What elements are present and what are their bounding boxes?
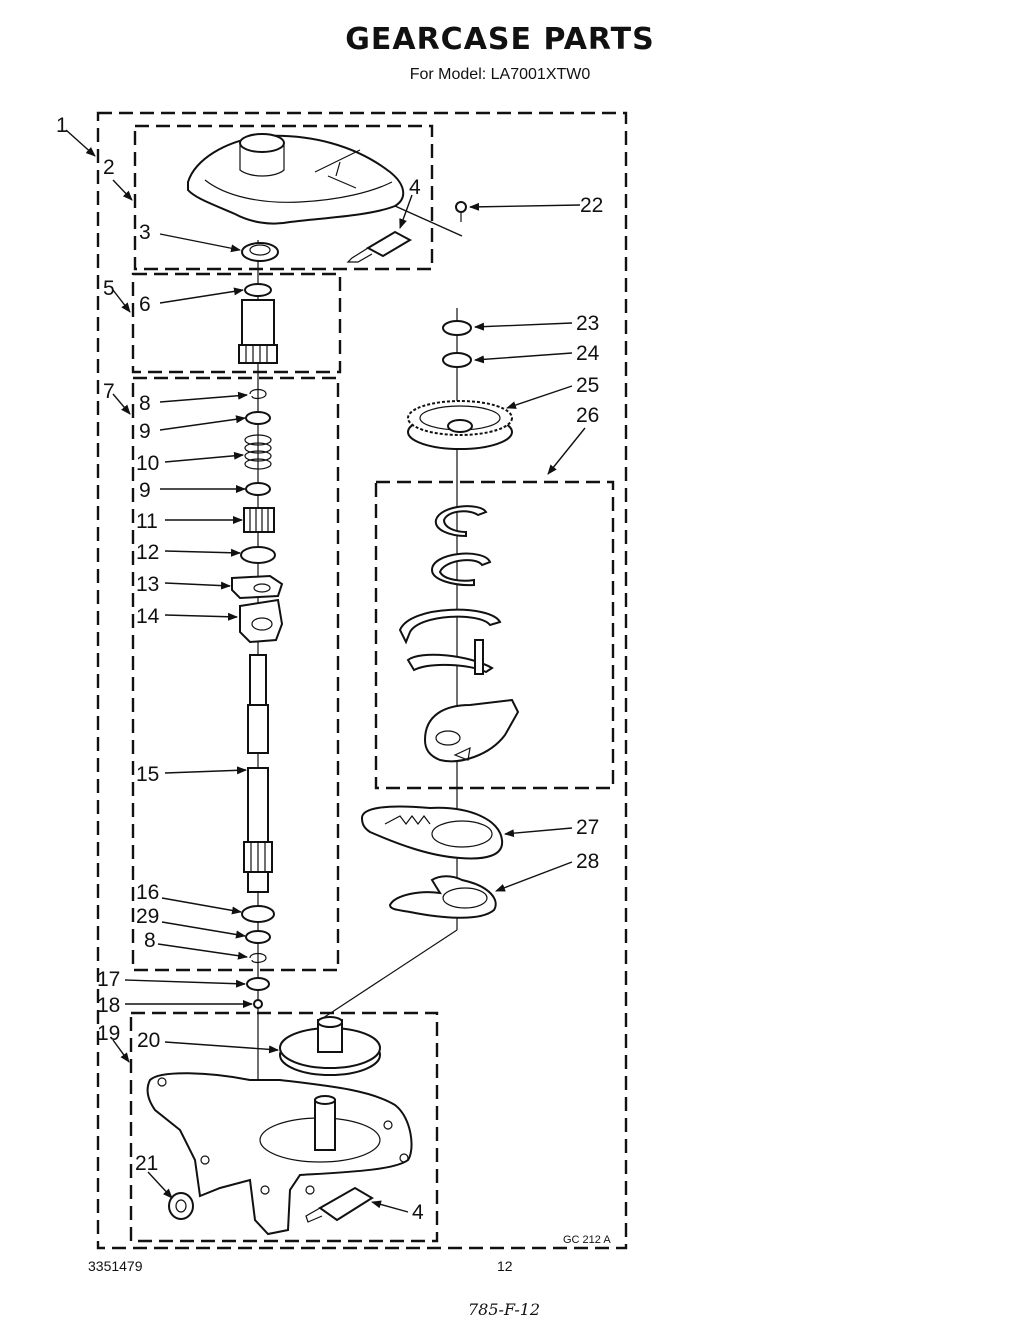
callout-3: 3: [139, 221, 151, 244]
assembly-box-7: [131, 376, 340, 972]
leader-lines: [65, 129, 586, 1213]
callout-22: 22: [580, 194, 603, 217]
assembly-box-19: [129, 1011, 439, 1243]
clutch-part: [239, 598, 284, 644]
callout-1: 1: [56, 114, 68, 137]
callout-28: 28: [576, 850, 599, 873]
washer-23: [442, 320, 472, 336]
callout-23: 23: [576, 312, 599, 335]
callout-10: 10: [136, 452, 159, 475]
washer-upper: [245, 411, 271, 425]
callout-5: 5: [103, 277, 115, 300]
callout-11: 11: [136, 510, 158, 533]
washer-24: [442, 352, 472, 368]
thrust-washer: [240, 546, 276, 564]
main-drive-gear: [407, 400, 513, 450]
assembly-box-1: [96, 111, 628, 1250]
callout-26: 26: [576, 404, 599, 427]
callout-21: 21: [135, 1152, 158, 1175]
figure-code: GC 212 A: [563, 1234, 611, 1246]
callout-29: 29: [136, 905, 159, 928]
washer-lower: [245, 482, 271, 496]
callout-7: 7: [103, 380, 115, 403]
agitator-shaft: [243, 654, 273, 893]
callout-9-upper: 9: [139, 420, 151, 443]
callout-6: 6: [139, 293, 151, 316]
bushing-part: [241, 242, 279, 262]
callout-9-lower: 9: [139, 479, 151, 502]
callout-8-upper: 8: [139, 392, 151, 415]
connecting-axis-line: [319, 929, 458, 1021]
seal-21: [168, 1192, 194, 1220]
seal-17: [246, 977, 270, 991]
callout-25: 25: [576, 374, 599, 397]
shift-fork-assembly: [398, 505, 520, 763]
callout-4-top: 4: [409, 176, 421, 199]
assembly-box-5: [131, 272, 342, 374]
callout-18: 18: [97, 994, 120, 1017]
gearcase-cover: [187, 133, 405, 225]
washer-16: [241, 905, 275, 923]
callout-4-bottom: 4: [412, 1201, 424, 1224]
callout-13: 13: [136, 573, 159, 596]
callout-19: 19: [97, 1022, 120, 1045]
page-title: GEARCASE PARTS: [345, 22, 655, 57]
page-number: 12: [497, 1258, 513, 1274]
retaining-ring-lower: [249, 952, 267, 964]
gear-20: [279, 1016, 381, 1076]
drive-gear-part: [243, 507, 275, 533]
ball-18: [253, 999, 263, 1009]
callout-24: 24: [576, 342, 600, 365]
callout-15: 15: [136, 763, 159, 786]
assembly-box-2: [133, 124, 434, 271]
callout-14: 14: [136, 605, 160, 628]
assembly-box-26: [374, 480, 615, 790]
callout-20: 20: [137, 1029, 160, 1052]
washer-29: [245, 930, 271, 944]
handwritten-note: 785-F-12: [468, 1300, 541, 1319]
cam-plate-part: [231, 574, 284, 600]
spring-part: [244, 434, 272, 470]
callout-16: 16: [136, 881, 159, 904]
callout-27: 27: [576, 816, 599, 839]
model-subtitle: For Model: LA7001XTW0: [409, 66, 591, 83]
cam-part: [360, 805, 504, 860]
retaining-ring-upper: [249, 388, 267, 400]
pinion-gear: [238, 283, 278, 364]
callout-2: 2: [103, 156, 115, 179]
document-number: 3351479: [88, 1258, 143, 1274]
grease-tube-top: [346, 230, 413, 263]
grease-tube-bottom: [305, 1186, 374, 1223]
spring-clip-part: [388, 875, 497, 919]
callout-8-lower: 8: [144, 929, 156, 952]
screw-part: [455, 201, 467, 222]
callout-17: 17: [97, 968, 120, 991]
callout-12: 12: [136, 541, 159, 564]
gearcase-base: [146, 1072, 413, 1236]
